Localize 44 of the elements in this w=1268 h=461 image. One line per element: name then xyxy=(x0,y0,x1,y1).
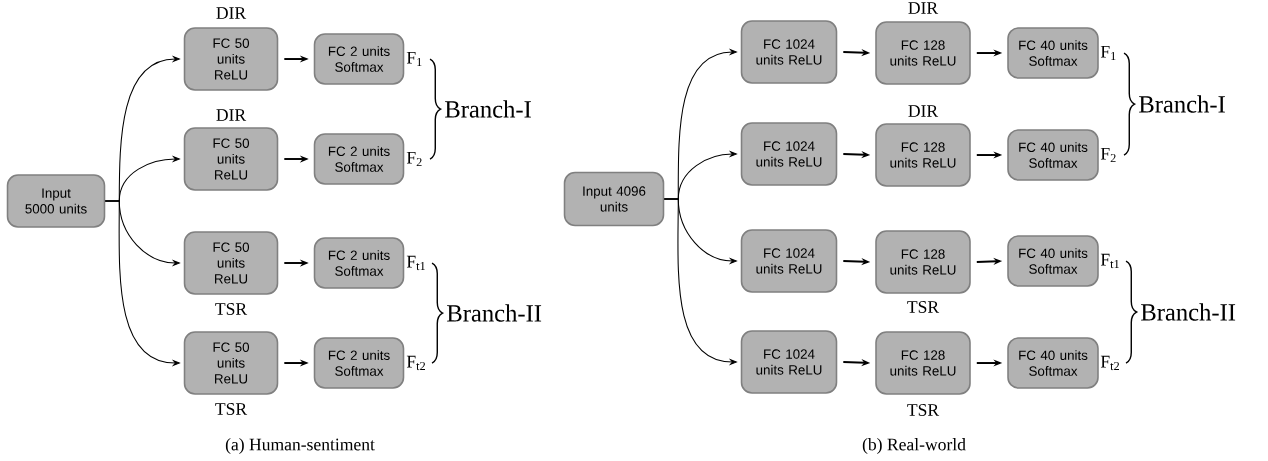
layer-box: FC 50 units ReLU xyxy=(183,231,279,295)
side-label: TSR xyxy=(907,301,940,313)
branch-label: Branch-I xyxy=(445,100,531,118)
layer-box: FC 2 units Softmax xyxy=(313,33,405,85)
side-label: F$_{1}$ xyxy=(1100,45,1116,61)
side-label: F$_{t1}$ xyxy=(406,255,425,271)
layer-box: FC 128 units ReLU xyxy=(875,331,971,395)
side-label: DIR xyxy=(216,109,247,121)
side-label: F$_{1}$ xyxy=(406,51,422,67)
layer-box: FC 40 units Softmax xyxy=(1007,129,1099,181)
side-label: TSR xyxy=(215,303,248,315)
side-label: F$_{2}$ xyxy=(406,151,422,167)
branch-label: Branch-II xyxy=(447,304,542,322)
layer-box: FC 40 units Softmax xyxy=(1007,337,1099,389)
layer-box: FC 128 units ReLU xyxy=(875,123,971,187)
side-label: F$_{2}$ xyxy=(1100,147,1116,163)
layer-box: FC 128 units ReLU xyxy=(875,230,971,294)
layer-box: FC 2 units Softmax xyxy=(313,337,405,389)
side-label: F$_{t2}$ xyxy=(406,355,425,371)
side-label: TSR xyxy=(215,403,248,415)
layer-box: FC 128 units ReLU xyxy=(875,21,971,85)
side-label: F$_{t2}$ xyxy=(1100,355,1119,371)
side-label: TSR xyxy=(907,404,940,416)
layer-box: FC 2 units Softmax xyxy=(313,237,405,289)
layer-box: FC 1024 units ReLU xyxy=(740,122,838,186)
branch-label: Branch-II xyxy=(1141,303,1236,321)
layer-box: FC 1024 units ReLU xyxy=(740,330,838,394)
layer-box: FC 50 units ReLU xyxy=(183,27,279,91)
branch-label: Branch-I xyxy=(1139,95,1225,113)
layer-box: FC 50 units ReLU xyxy=(183,331,279,395)
layer-box: FC 1024 units ReLU xyxy=(740,229,838,293)
side-label: DIR xyxy=(908,105,939,117)
layer-box: FC 2 units Softmax xyxy=(313,133,405,185)
layer-box: FC 40 units Softmax xyxy=(1007,235,1099,287)
layer-box: FC 40 units Softmax xyxy=(1007,27,1099,79)
layer-box: FC 50 units ReLU xyxy=(183,127,279,191)
caption: (a) Human-sentiment xyxy=(225,438,375,454)
side-label: F$_{t1}$ xyxy=(1100,253,1119,269)
layer-box: Input 4096 units xyxy=(563,171,665,227)
layer-box: FC 1024 units ReLU xyxy=(740,20,838,84)
layer-box: Input 5000 units xyxy=(6,174,106,228)
caption: (b) Real-world xyxy=(862,438,966,454)
side-label: DIR xyxy=(216,7,247,19)
side-label: DIR xyxy=(908,2,939,14)
